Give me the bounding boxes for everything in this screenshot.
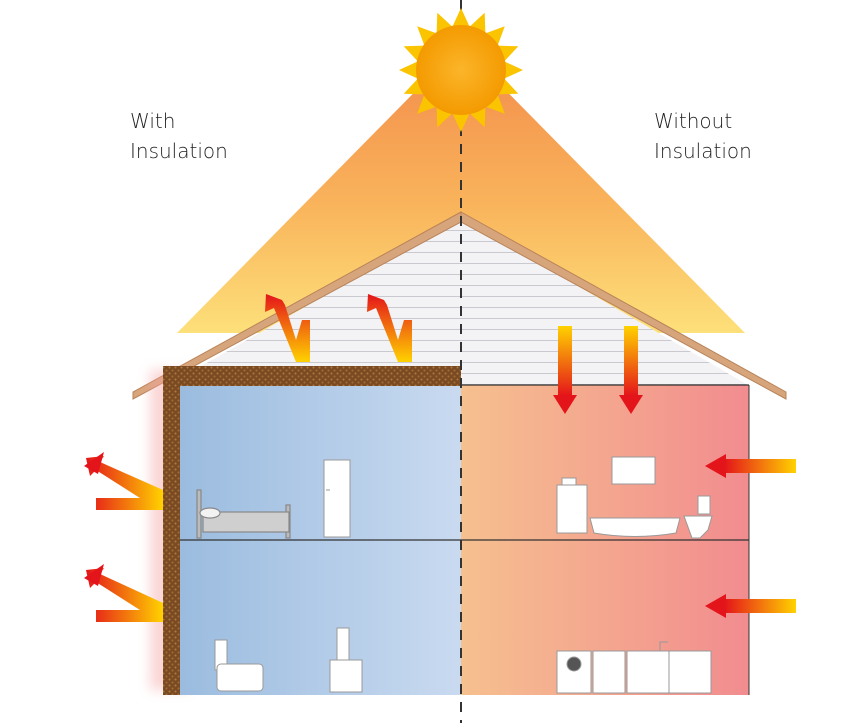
reflected-heat-arrow-1 <box>265 294 310 362</box>
without-insulation-label: Without Insulation <box>654 106 752 166</box>
wardrobe-icon <box>323 459 351 538</box>
armchair-icon <box>214 639 264 692</box>
bathtub-icon <box>589 517 681 537</box>
incoming-heat-arrow-wall-1 <box>705 454 796 478</box>
reflected-heat-arrow-2 <box>367 294 412 362</box>
wall-insulation <box>163 386 180 695</box>
kitchen-counter-icon <box>592 641 712 694</box>
incoming-heat-arrow-attic-1 <box>553 326 577 414</box>
incoming-heat-arrow-attic-2 <box>619 326 643 414</box>
stool-icon <box>329 627 363 693</box>
without-insulation-line1: Without <box>654 109 733 133</box>
with-insulation-line1: With <box>130 109 176 133</box>
sun-icon <box>399 8 523 132</box>
bed-icon <box>196 489 291 539</box>
toilet-icon <box>683 495 713 539</box>
washing-machine-icon <box>556 650 592 694</box>
reflected-heat-arrow-wall-2 <box>84 564 163 622</box>
incoming-heat-arrow-wall-2 <box>705 594 796 618</box>
with-insulation-label: With Insulation <box>130 106 228 166</box>
reflected-heat-arrow-wall-1 <box>84 452 163 510</box>
attic-gable <box>168 218 748 385</box>
attic-insulation <box>163 366 461 386</box>
cabinet-icon <box>556 477 588 534</box>
with-insulation-line2: Insulation <box>130 139 228 163</box>
without-insulation-line2: Insulation <box>654 139 752 163</box>
mirror-icon <box>611 456 656 485</box>
